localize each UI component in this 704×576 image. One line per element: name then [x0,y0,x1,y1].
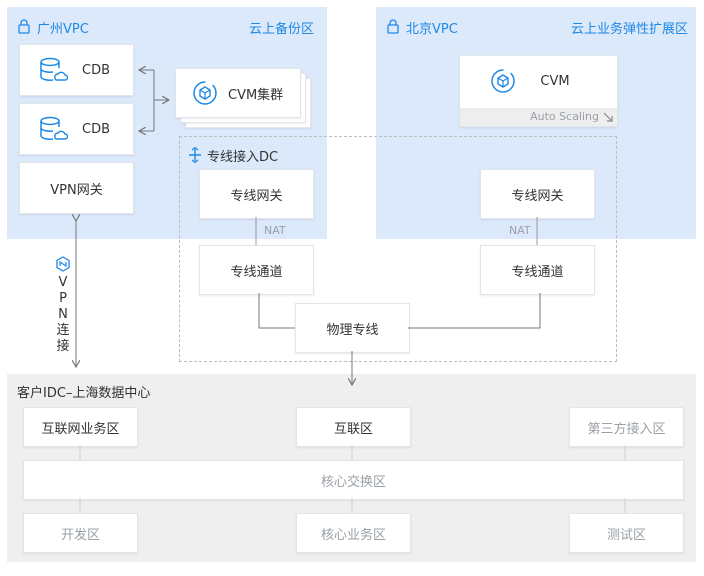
nat-label-right: NAT [509,224,531,237]
cvm-cluster-node[interactable]: CVM集群 [175,68,301,118]
test-zone[interactable]: 测试区 [569,513,684,553]
nat-label-left: NAT [264,224,286,237]
interconnect-zone[interactable]: 互联区 [296,407,411,447]
beijing-zone-label: 云上业务弹性扩展区 [570,22,688,37]
cvm-icon [491,69,516,93]
cvm-icon [193,81,217,105]
vpn-label-char: V [58,275,68,290]
guangzhou-zone-label: 云上备份区 [248,22,314,37]
idc-title: 客户IDC–上海数据中心 [17,386,151,401]
dc-title: 专线接入DC [207,150,279,165]
database-icon [40,57,68,81]
beijing-vpc-title: 北京VPC [406,22,458,37]
dc-gateway-right[interactable]: 专线网关 [480,169,595,219]
cvm-cluster-label: CVM集群 [228,87,284,103]
lock-icon [387,19,399,34]
lock-icon [18,19,30,34]
vpn-connection-icon [56,256,70,272]
cdb-label: CDB [82,62,111,78]
dev-zone[interactable]: 开发区 [23,513,138,553]
auto-scaling-label: Auto Scaling [530,110,599,123]
core-business-zone[interactable]: 核心业务区 [296,513,411,553]
internet-business-zone[interactable]: 互联网业务区 [23,407,138,447]
guangzhou-vpc-title: 广州VPC [37,22,89,37]
vpn-label-char: 接 [56,339,70,354]
vpn-label-char: P [59,291,67,306]
cdb-node-1[interactable]: CDB [19,44,134,96]
dc-channel-left[interactable]: 专线通道 [199,245,314,295]
dc-region [179,136,617,362]
cdb-node-2[interactable]: CDB [19,103,134,155]
resize-arrow-icon [603,112,613,122]
vpn-label-char: N [58,307,68,322]
physical-line-node[interactable]: 物理专线 [295,303,410,353]
core-switch-zone[interactable]: 核心交换区 [23,460,684,500]
dc-gateway-left[interactable]: 专线网关 [199,169,314,219]
auto-scaling-bar [460,108,617,126]
third-party-zone[interactable]: 第三方接入区 [569,407,684,447]
direct-connect-icon [189,147,201,163]
cvm-label: CVM [540,73,570,89]
cdb-label: CDB [82,121,111,137]
vpn-connection-label: V P N 连 接 [55,275,71,355]
vpn-label-char: 连 [56,323,70,338]
dc-channel-right[interactable]: 专线通道 [480,245,595,295]
database-icon [40,116,68,140]
vpn-gateway-node[interactable]: VPN网关 [19,162,134,214]
cvm-node[interactable]: CVM Auto Scaling [459,55,618,127]
